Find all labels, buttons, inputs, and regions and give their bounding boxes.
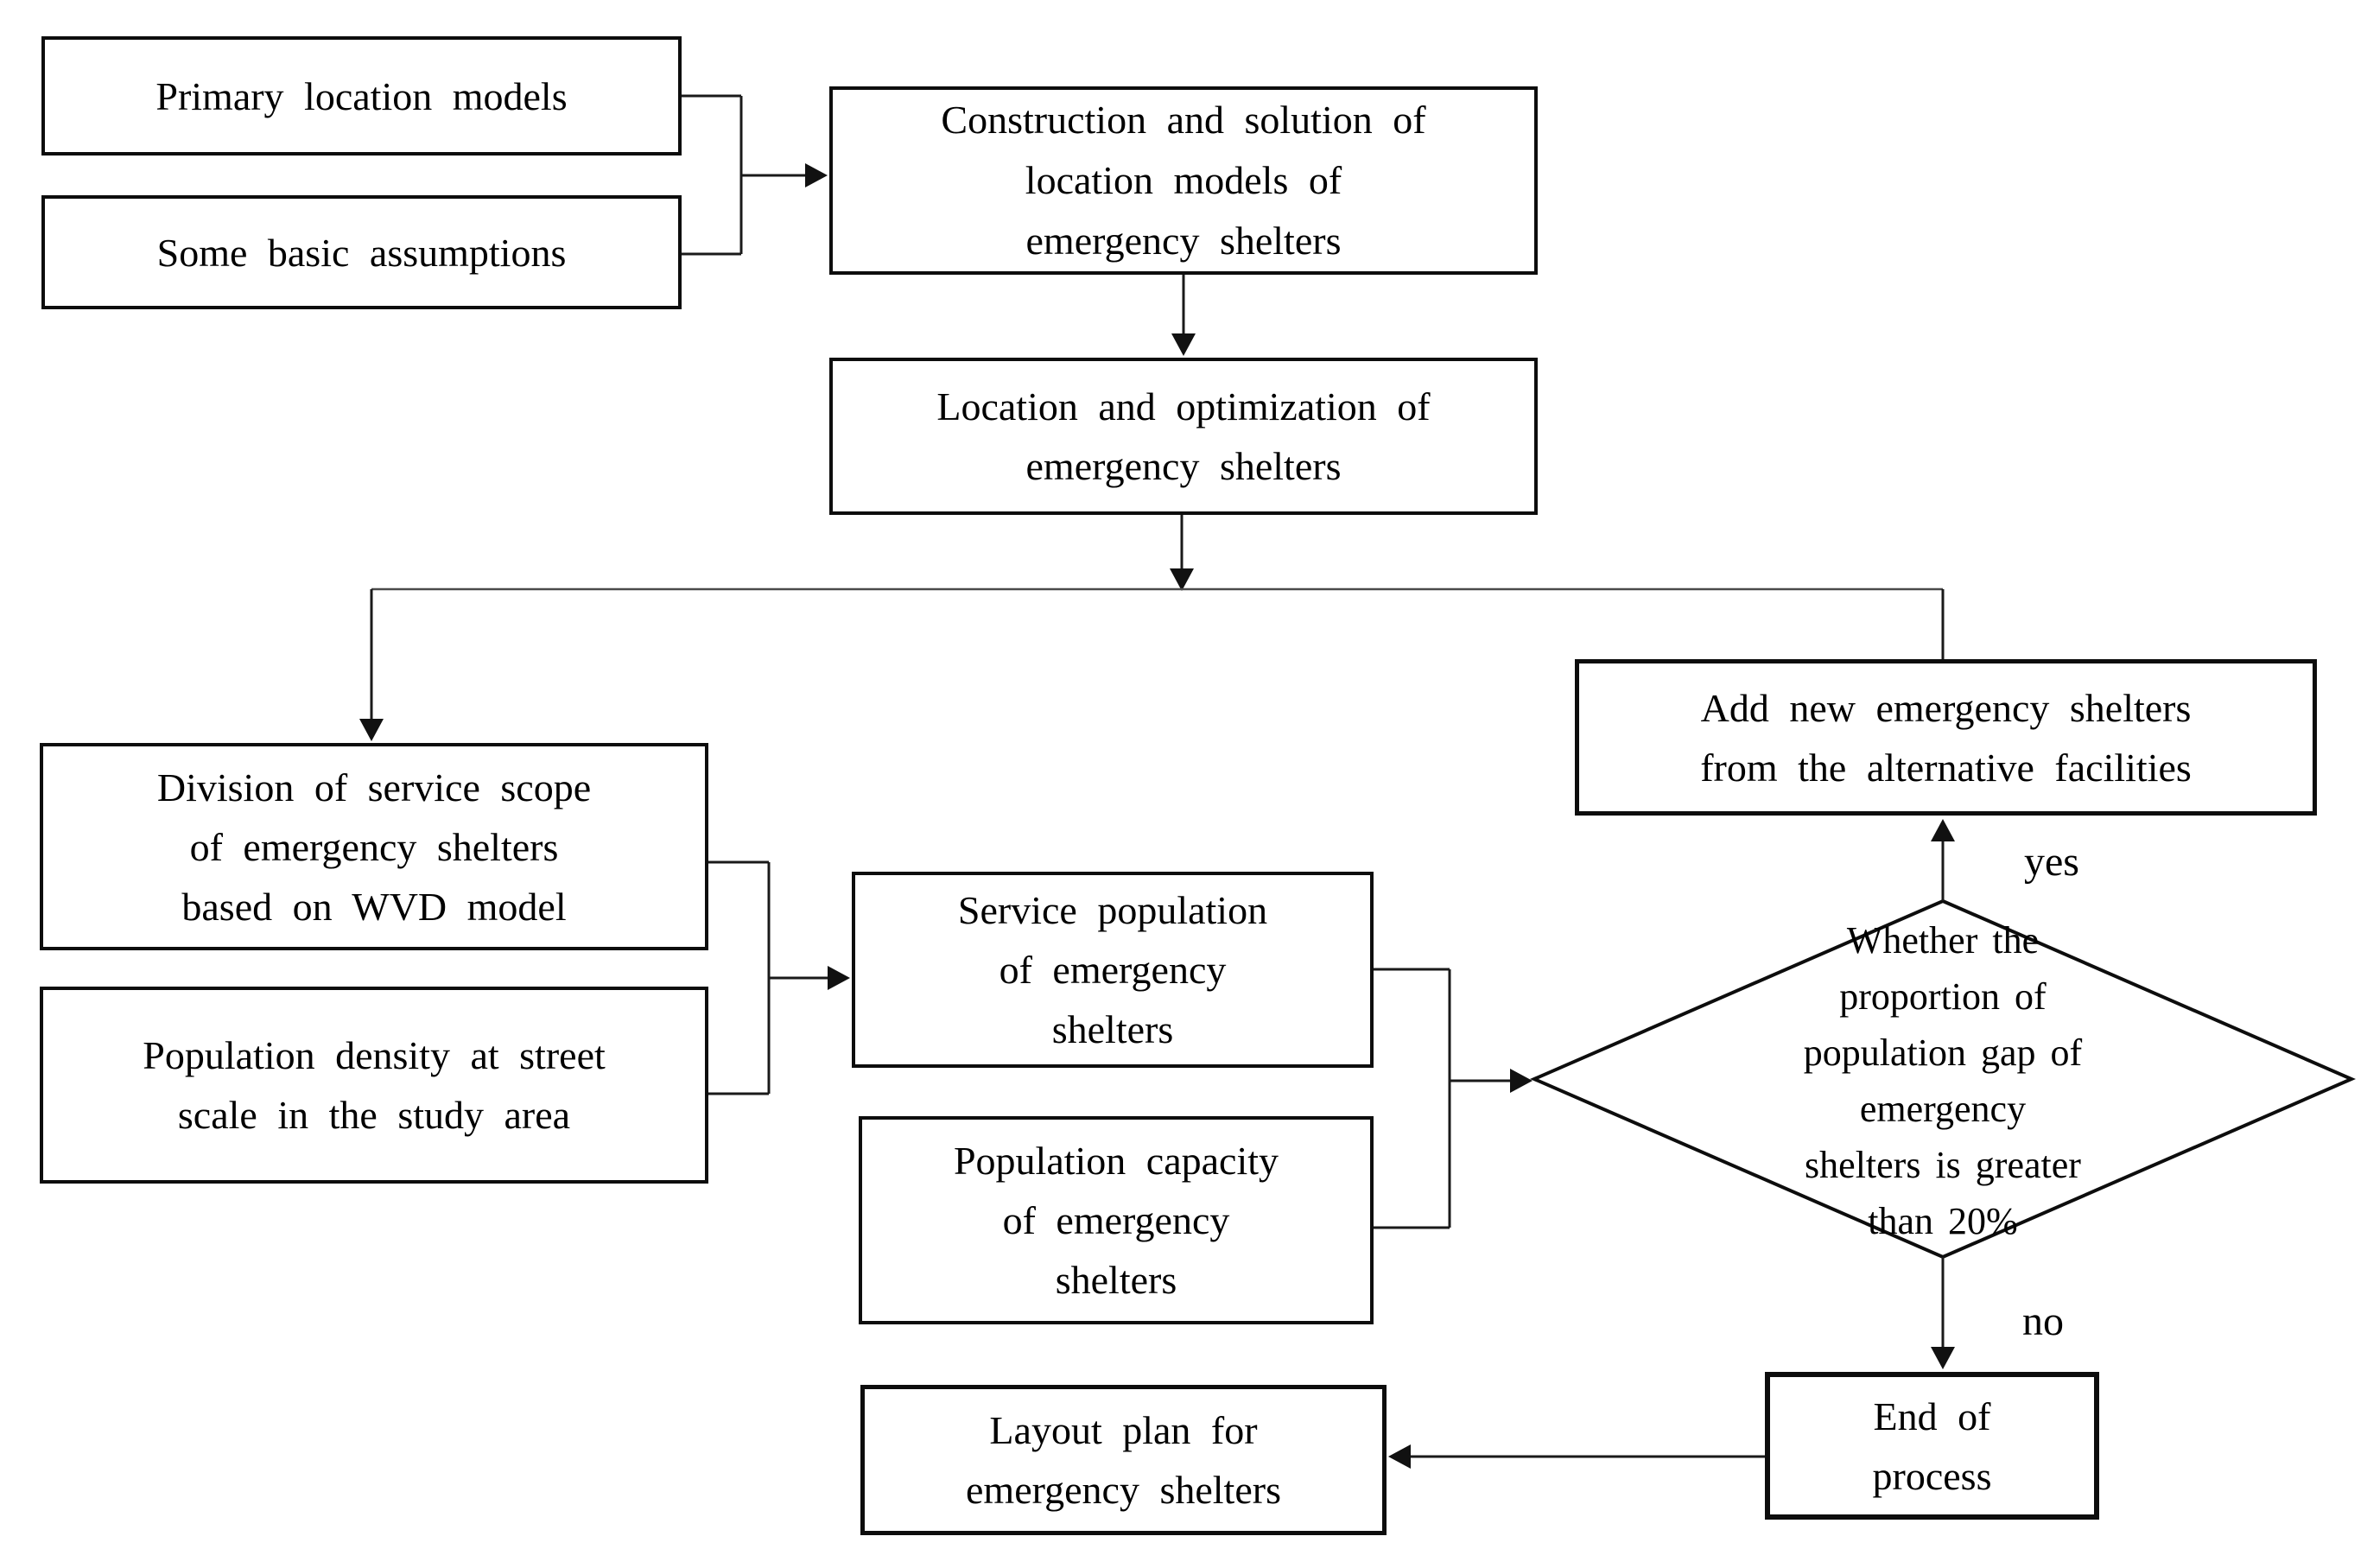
node-service-population: Service population of emergency shelters: [852, 872, 1374, 1068]
arrowhead-into-layout: [1388, 1444, 1411, 1469]
arrowhead-into-end: [1931, 1347, 1955, 1369]
node-end-of-process: End of process: [1765, 1372, 2099, 1520]
node-construction-solution: Construction and solution of location mo…: [829, 86, 1538, 275]
node-location-optimization-label: Location and optimization of emergency s…: [936, 384, 1431, 488]
node-primary-location-models: Primary location models: [41, 36, 682, 156]
edge-label-no: no: [2022, 1298, 2064, 1344]
arrowhead-into-decision: [1510, 1069, 1533, 1093]
arrowhead-into-division: [359, 719, 384, 741]
node-population-capacity: Population capacity of emergency shelter…: [859, 1116, 1374, 1324]
arrowhead-into-location: [1171, 333, 1196, 356]
arrowhead-onto-rail: [1170, 568, 1194, 591]
node-add-new-shelters-label: Add new emergency shelters from the alte…: [1700, 685, 2192, 790]
decision-population-gap-label: Whether the proportion of population gap…: [1803, 919, 2083, 1242]
arrowhead-into-construction: [805, 163, 828, 187]
node-layout-plan-label: Layout plan for emergency shelters: [966, 1408, 1281, 1512]
node-population-capacity-label: Population capacity of emergency shelter…: [953, 1139, 1279, 1302]
connector-inputs-to-construction: [682, 94, 807, 256]
node-service-population-label: Service population of emergency shelters: [957, 888, 1268, 1051]
node-location-optimization: Location and optimization of emergency s…: [829, 358, 1538, 515]
node-construction-solution-label: Construction and solution of location mo…: [941, 98, 1426, 263]
connector-inputs-to-decision: [1374, 968, 1510, 1229]
node-end-of-process-label: End of process: [1872, 1393, 1992, 1498]
node-some-basic-assumptions-label: Some basic assumptions: [156, 230, 567, 275]
node-primary-location-models-label: Primary location models: [155, 73, 568, 118]
node-population-density: Population density at street scale in th…: [40, 987, 708, 1184]
node-division-service-scope: Division of service scope of emergency s…: [40, 743, 708, 950]
edge-label-yes: yes: [2024, 838, 2079, 885]
arrowhead-into-add-new: [1931, 819, 1955, 841]
connector-inputs-to-service-population: [708, 860, 829, 1095]
arrowhead-into-service-population: [828, 966, 850, 990]
node-add-new-shelters: Add new emergency shelters from the alte…: [1575, 659, 2317, 816]
node-division-service-scope-label: Division of service scope of emergency s…: [156, 765, 592, 929]
node-population-density-label: Population density at street scale in th…: [143, 1033, 606, 1137]
node-layout-plan: Layout plan for emergency shelters: [860, 1385, 1387, 1535]
node-some-basic-assumptions: Some basic assumptions: [41, 195, 682, 309]
